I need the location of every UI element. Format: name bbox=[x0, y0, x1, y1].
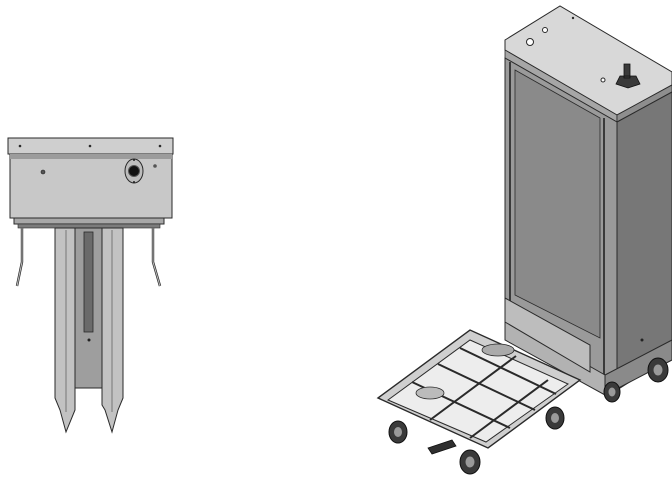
side-screw bbox=[640, 338, 644, 342]
trolley-backplate bbox=[504, 297, 591, 373]
caster-wheel bbox=[388, 420, 408, 444]
lifting-knob bbox=[615, 63, 641, 89]
left-hook-highlight bbox=[16, 228, 23, 287]
caster-wheel bbox=[459, 449, 481, 475]
cabinet-door bbox=[514, 69, 601, 339]
top-hole bbox=[600, 77, 606, 83]
fitting-screw bbox=[133, 159, 135, 161]
housing-screw bbox=[40, 169, 46, 175]
caster-wheel bbox=[647, 357, 669, 383]
bottom-rail bbox=[13, 217, 165, 225]
trolley-deck bbox=[386, 339, 570, 443]
top-side-edge bbox=[616, 84, 672, 123]
cabinet-trolley-iso-view bbox=[376, 5, 672, 475]
plate-screw bbox=[87, 338, 91, 342]
foot-pedal bbox=[427, 439, 457, 455]
right-hook-highlight bbox=[152, 228, 161, 287]
center-slot bbox=[83, 231, 94, 333]
trolley-clamp bbox=[481, 343, 515, 357]
housing-box bbox=[9, 153, 173, 219]
trolley-crossbar bbox=[429, 355, 517, 421]
housing-screw bbox=[153, 164, 157, 168]
housing-shade bbox=[10, 154, 172, 159]
trolley-clamp bbox=[415, 386, 445, 400]
top-screw bbox=[571, 16, 575, 20]
flange-hole bbox=[88, 144, 92, 148]
right-hook bbox=[151, 228, 162, 287]
trolley-crossbar bbox=[469, 379, 549, 439]
fitting-screw bbox=[133, 181, 135, 183]
connector-port bbox=[128, 165, 140, 177]
caster-wheel bbox=[603, 381, 621, 403]
flange-hole bbox=[18, 144, 22, 148]
left-hook bbox=[15, 228, 24, 287]
top-hole bbox=[526, 38, 534, 46]
cabinet-side bbox=[616, 91, 672, 391]
rail-lip bbox=[17, 223, 161, 229]
bracket-front-view bbox=[7, 137, 174, 434]
caster-wheel bbox=[545, 406, 565, 430]
flange-hole bbox=[158, 144, 162, 148]
left-leg bbox=[54, 227, 76, 434]
top-hole bbox=[542, 27, 548, 33]
